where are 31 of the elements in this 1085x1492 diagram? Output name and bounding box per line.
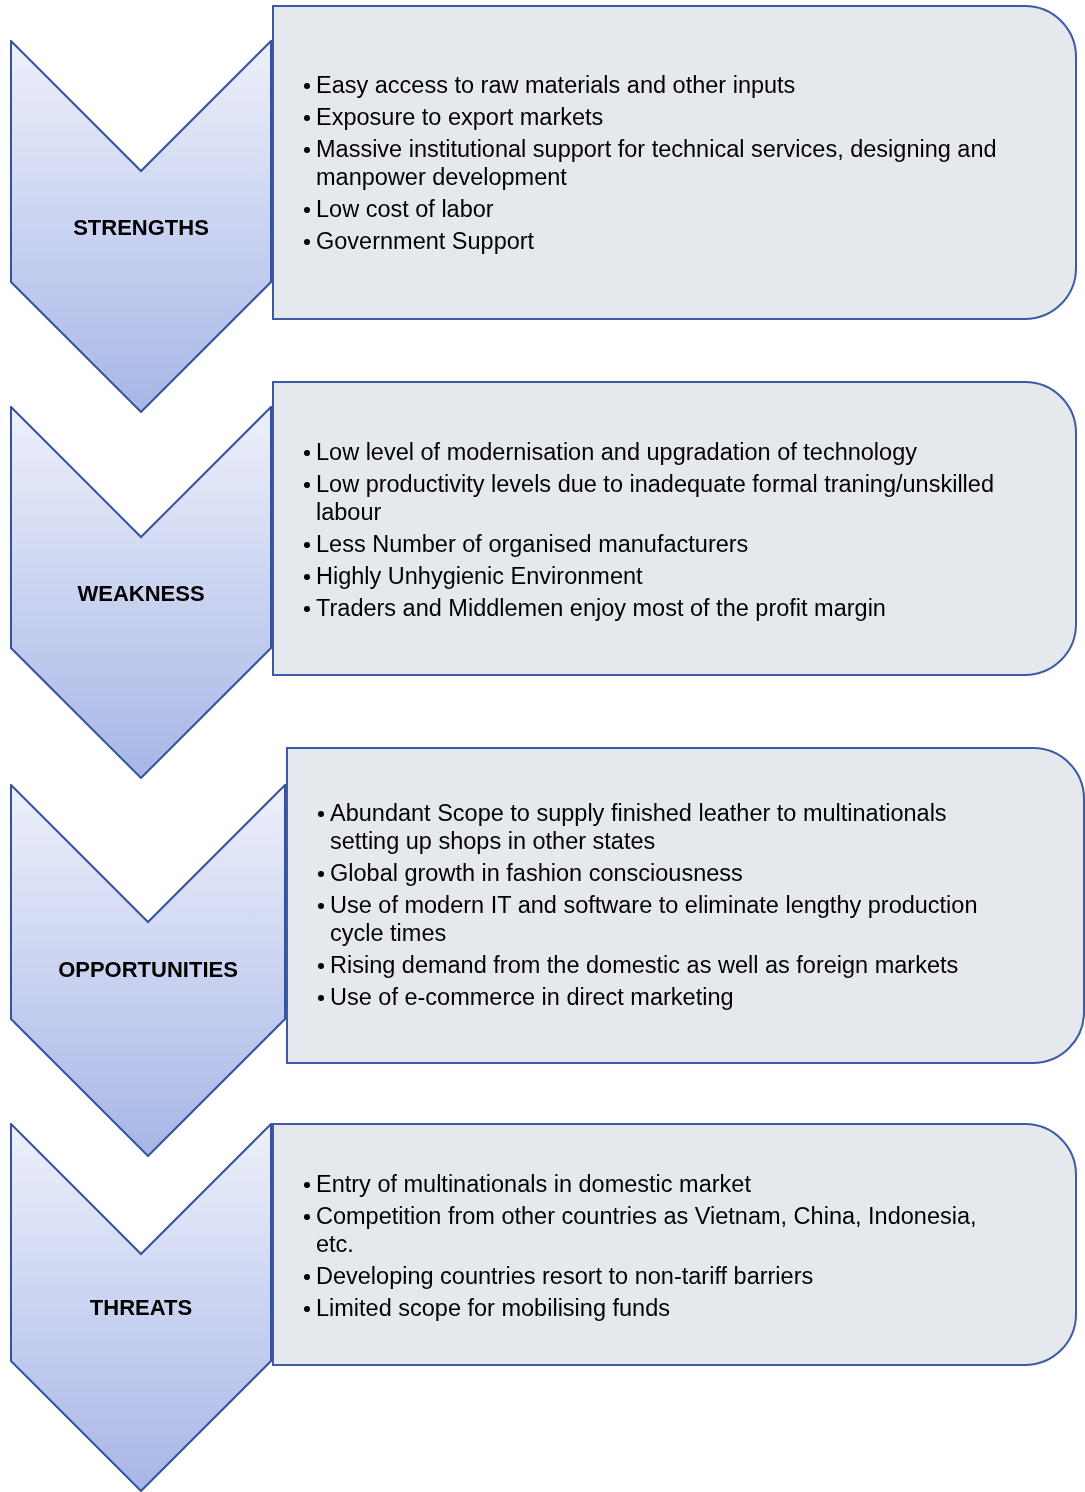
text-panel — [272, 1123, 1077, 1366]
bullet-item: Global growth in fashion consciousness — [330, 859, 744, 887]
bullet-item: Use of modern IT and software to eliminate lengthy production cycle times — [330, 891, 979, 947]
chevron-label: OPPORTUNITIES — [57, 957, 239, 983]
chevron-banner — [10, 406, 272, 779]
bullet-item: Abundant Scope to supply finished leather to multinationals setting up shops in other states — [330, 799, 948, 855]
chevron-banner — [10, 1123, 272, 1492]
bullet-item: Low level of modernisation and upgradation of technology — [316, 438, 918, 466]
bullet-item: Massive institutional support for technical services, designing and manpower development — [316, 135, 998, 191]
bullet-item: Low cost of labor — [316, 195, 495, 223]
text-panel — [272, 5, 1077, 320]
text-panel — [272, 381, 1077, 676]
chevron-banner — [10, 784, 286, 1157]
chevron-label: WEAKNESS — [76, 581, 206, 607]
bullet-item: Competition from other countries as Vietnam, China, Indonesia, etc. — [316, 1202, 978, 1258]
bullet-item: Developing countries resort to non-tariff barriers — [316, 1262, 815, 1290]
bullet-item: Low productivity levels due to inadequate formal traning/unskilled labour — [316, 470, 995, 526]
bullet-item: Government Support — [316, 227, 536, 255]
bullet-item: Easy access to raw materials and other inputs — [316, 71, 797, 99]
bullet-item: Use of e-commerce in direct marketing — [330, 983, 735, 1011]
bullet-item: Traders and Middlemen enjoy most of the profit margin — [316, 594, 887, 622]
bullet-item: Less Number of organised manufacturers — [316, 530, 750, 558]
chevron-banner — [10, 40, 272, 413]
bullet-item: Limited scope for mobilising funds — [316, 1294, 671, 1322]
text-panel — [286, 747, 1085, 1064]
chevron-label: THREATS — [88, 1295, 194, 1321]
chevron-label: STRENGTHS — [72, 215, 210, 241]
bullet-item: Exposure to export markets — [316, 103, 605, 131]
bullet-item: Highly Unhygienic Environment — [316, 562, 644, 590]
bullet-item: Rising demand from the domestic as well as foreign markets — [330, 951, 960, 979]
bullet-item: Entry of multinationals in domestic market — [316, 1170, 752, 1198]
